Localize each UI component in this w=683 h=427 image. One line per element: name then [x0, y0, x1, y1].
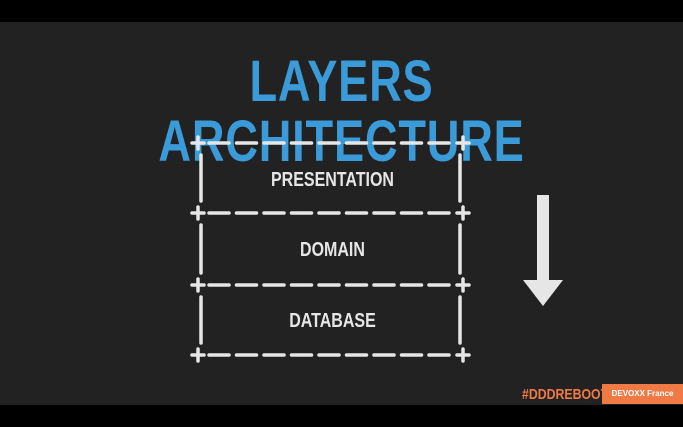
slide: LAYERS ARCHITECTURE PRESENTATION DOMAIN … — [0, 22, 683, 405]
layer-domain: DOMAIN — [300, 239, 365, 261]
hashtag: #DDDREBOOT — [522, 386, 609, 403]
layers-diagram — [190, 135, 563, 363]
layer-presentation: PRESENTATION — [271, 169, 394, 191]
arrow-down-icon — [523, 195, 563, 306]
layer-database: DATABASE — [289, 310, 376, 332]
event-badge: DEVOXX France — [602, 384, 683, 404]
